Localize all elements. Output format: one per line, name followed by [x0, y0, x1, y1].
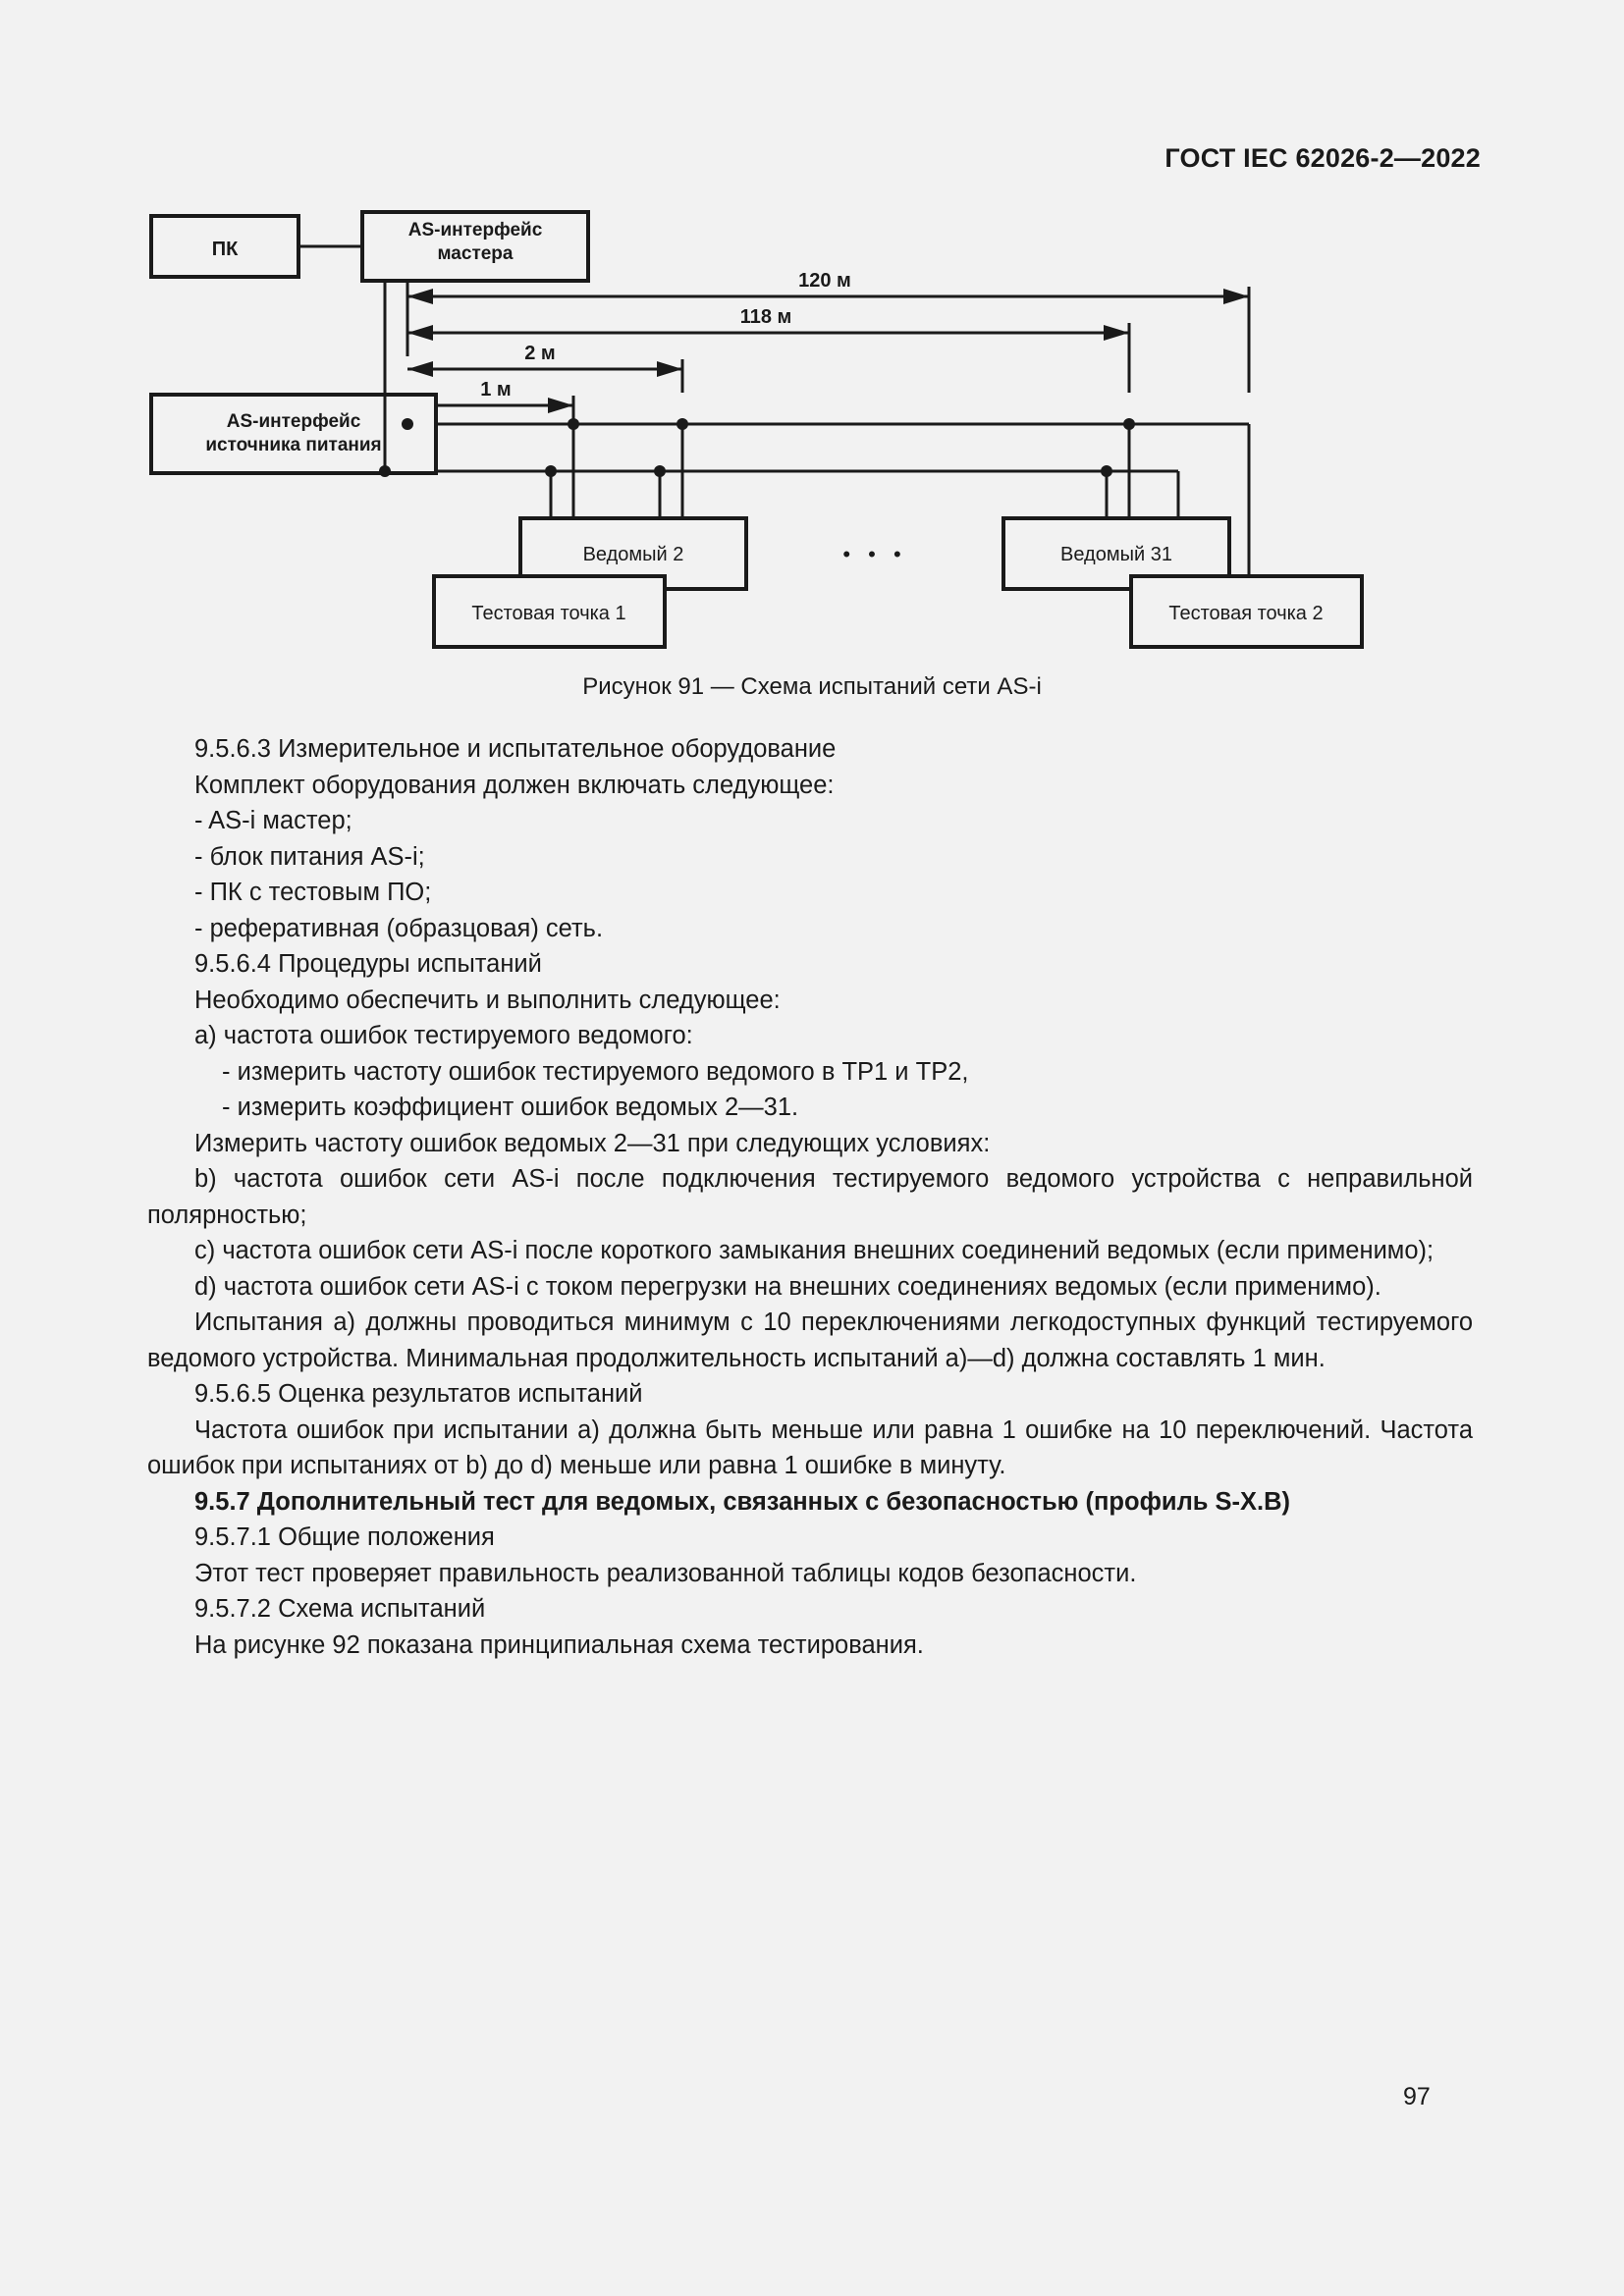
page-number: 97 [1403, 2083, 1431, 2110]
dim-arrow-120m-right [1223, 289, 1249, 304]
diagram-label-slave2: Ведомый 2 [583, 544, 684, 565]
heading-9-5-6-4: 9.5.6.4 Процедуры испытаний [194, 950, 542, 978]
junction-dot [568, 418, 579, 430]
dim-label-1m: 1 м [480, 379, 511, 400]
diagram-box-testpoint1 [432, 574, 667, 649]
list-item-a-sub-1: - измерить частоту ошибок тестируемого в… [222, 1057, 969, 1086]
figure-91-network-test-diagram: ПК AS-интерфейс мастера AS-интерфейс ист… [147, 206, 1473, 667]
paragraph-9-5-7-1-body: Этот тест проверяет правильность реализо… [194, 1559, 1137, 1587]
paragraph-test-duration: Испытания a) должны проводиться минимум … [147, 1308, 1473, 1372]
diagram-label-slave31: Ведомый 31 [1060, 544, 1172, 565]
dim-label-118m: 118 м [740, 306, 792, 328]
list-item-pc-software: - ПК с тестовым ПО; [194, 879, 432, 906]
diagram-box-pc [149, 214, 300, 279]
diagram-box-master [360, 210, 590, 283]
diagram-label-testpoint1: Тестовая точка 1 [471, 603, 625, 624]
paragraph-9-5-7-2-body: На рисунке 92 показана принципиальная сх… [194, 1630, 924, 1659]
diagram-label-testpoint2: Тестовая точка 2 [1168, 603, 1323, 624]
junction-dot [677, 418, 688, 430]
list-item-b: b) частота ошибок сети AS-i после подклю… [147, 1165, 1473, 1229]
junction-dot [379, 465, 391, 477]
list-item-d: d) частота ошибок сети AS-i с током пере… [194, 1272, 1381, 1301]
heading-9-5-7-1: 9.5.7.1 Общие положения [194, 1523, 495, 1551]
paragraph-evaluation: Частота ошибок при испытании a) должна б… [147, 1415, 1473, 1480]
list-item-c: c) частота ошибок сети AS-i после коротк… [194, 1237, 1435, 1264]
list-item-as-i-master: - AS-i мастер; [194, 807, 352, 834]
paragraph-procedures-lead: Необходимо обеспечить и выполнить следую… [194, 986, 781, 1014]
junction-dot [545, 465, 557, 477]
diagram-box-testpoint2 [1129, 574, 1364, 649]
page-header-standard-title: ГОСТ IEC 62026-2—2022 [1164, 143, 1481, 173]
diagram-label-pc: ПК [212, 239, 239, 260]
dim-arrow-1m-right [548, 398, 573, 413]
diagram-label-psu-line2: источника питания [205, 435, 381, 455]
dim-arrow-120m-left [407, 289, 433, 304]
junction-dot [402, 418, 413, 430]
junction-dot [1101, 465, 1112, 477]
dim-label-2m: 2 м [524, 343, 555, 364]
diagram-label-master-line1: AS-интерфейс [408, 220, 543, 240]
list-item-a-sub-2: - измерить коэффициент ошибок ведомых 2—… [222, 1094, 799, 1121]
diagram-label-master-line2: мастера [438, 243, 514, 264]
heading-9-5-7-2: 9.5.7.2 Схема испытаний [194, 1595, 486, 1623]
dim-label-120m: 120 м [798, 270, 851, 292]
dim-arrow-118m-left [407, 325, 433, 341]
figure-91-caption: Рисунок 91 — Схема испытаний сети AS-i [582, 673, 1042, 700]
paragraph-equipment-lead: Комплект оборудования должен включать сл… [194, 771, 835, 799]
junction-dot [654, 465, 666, 477]
dim-arrow-2m-left [407, 361, 433, 377]
dim-arrow-118m-right [1104, 325, 1129, 341]
diagram-label-psu-line1: AS-интерфейс [227, 411, 361, 432]
heading-9-5-7: 9.5.7 Дополнительный тест для ведомых, с… [194, 1487, 1291, 1516]
paragraph-measure-conditions: Измерить частоту ошибок ведомых 2—31 при… [194, 1129, 991, 1157]
diagram-box-psu [149, 393, 438, 475]
list-item-a: a) частота ошибок тестируемого ведомого: [194, 1022, 693, 1049]
document-body: 9.5.6.3 Измерительное и испытательное об… [147, 731, 1473, 1663]
heading-9-5-6-5: 9.5.6.5 Оценка результатов испытаний [194, 1380, 643, 1408]
list-item-reference-net: - реферативная (образцовая) сеть. [194, 914, 604, 942]
dim-arrow-2m-right [657, 361, 682, 377]
list-item-as-i-psu: - блок питания AS-i; [194, 842, 425, 871]
heading-9-5-6-3: 9.5.6.3 Измерительное и испытательное об… [194, 735, 837, 763]
diagram-ellipsis-between-slaves: • • • [842, 542, 906, 566]
junction-dot [1123, 418, 1135, 430]
